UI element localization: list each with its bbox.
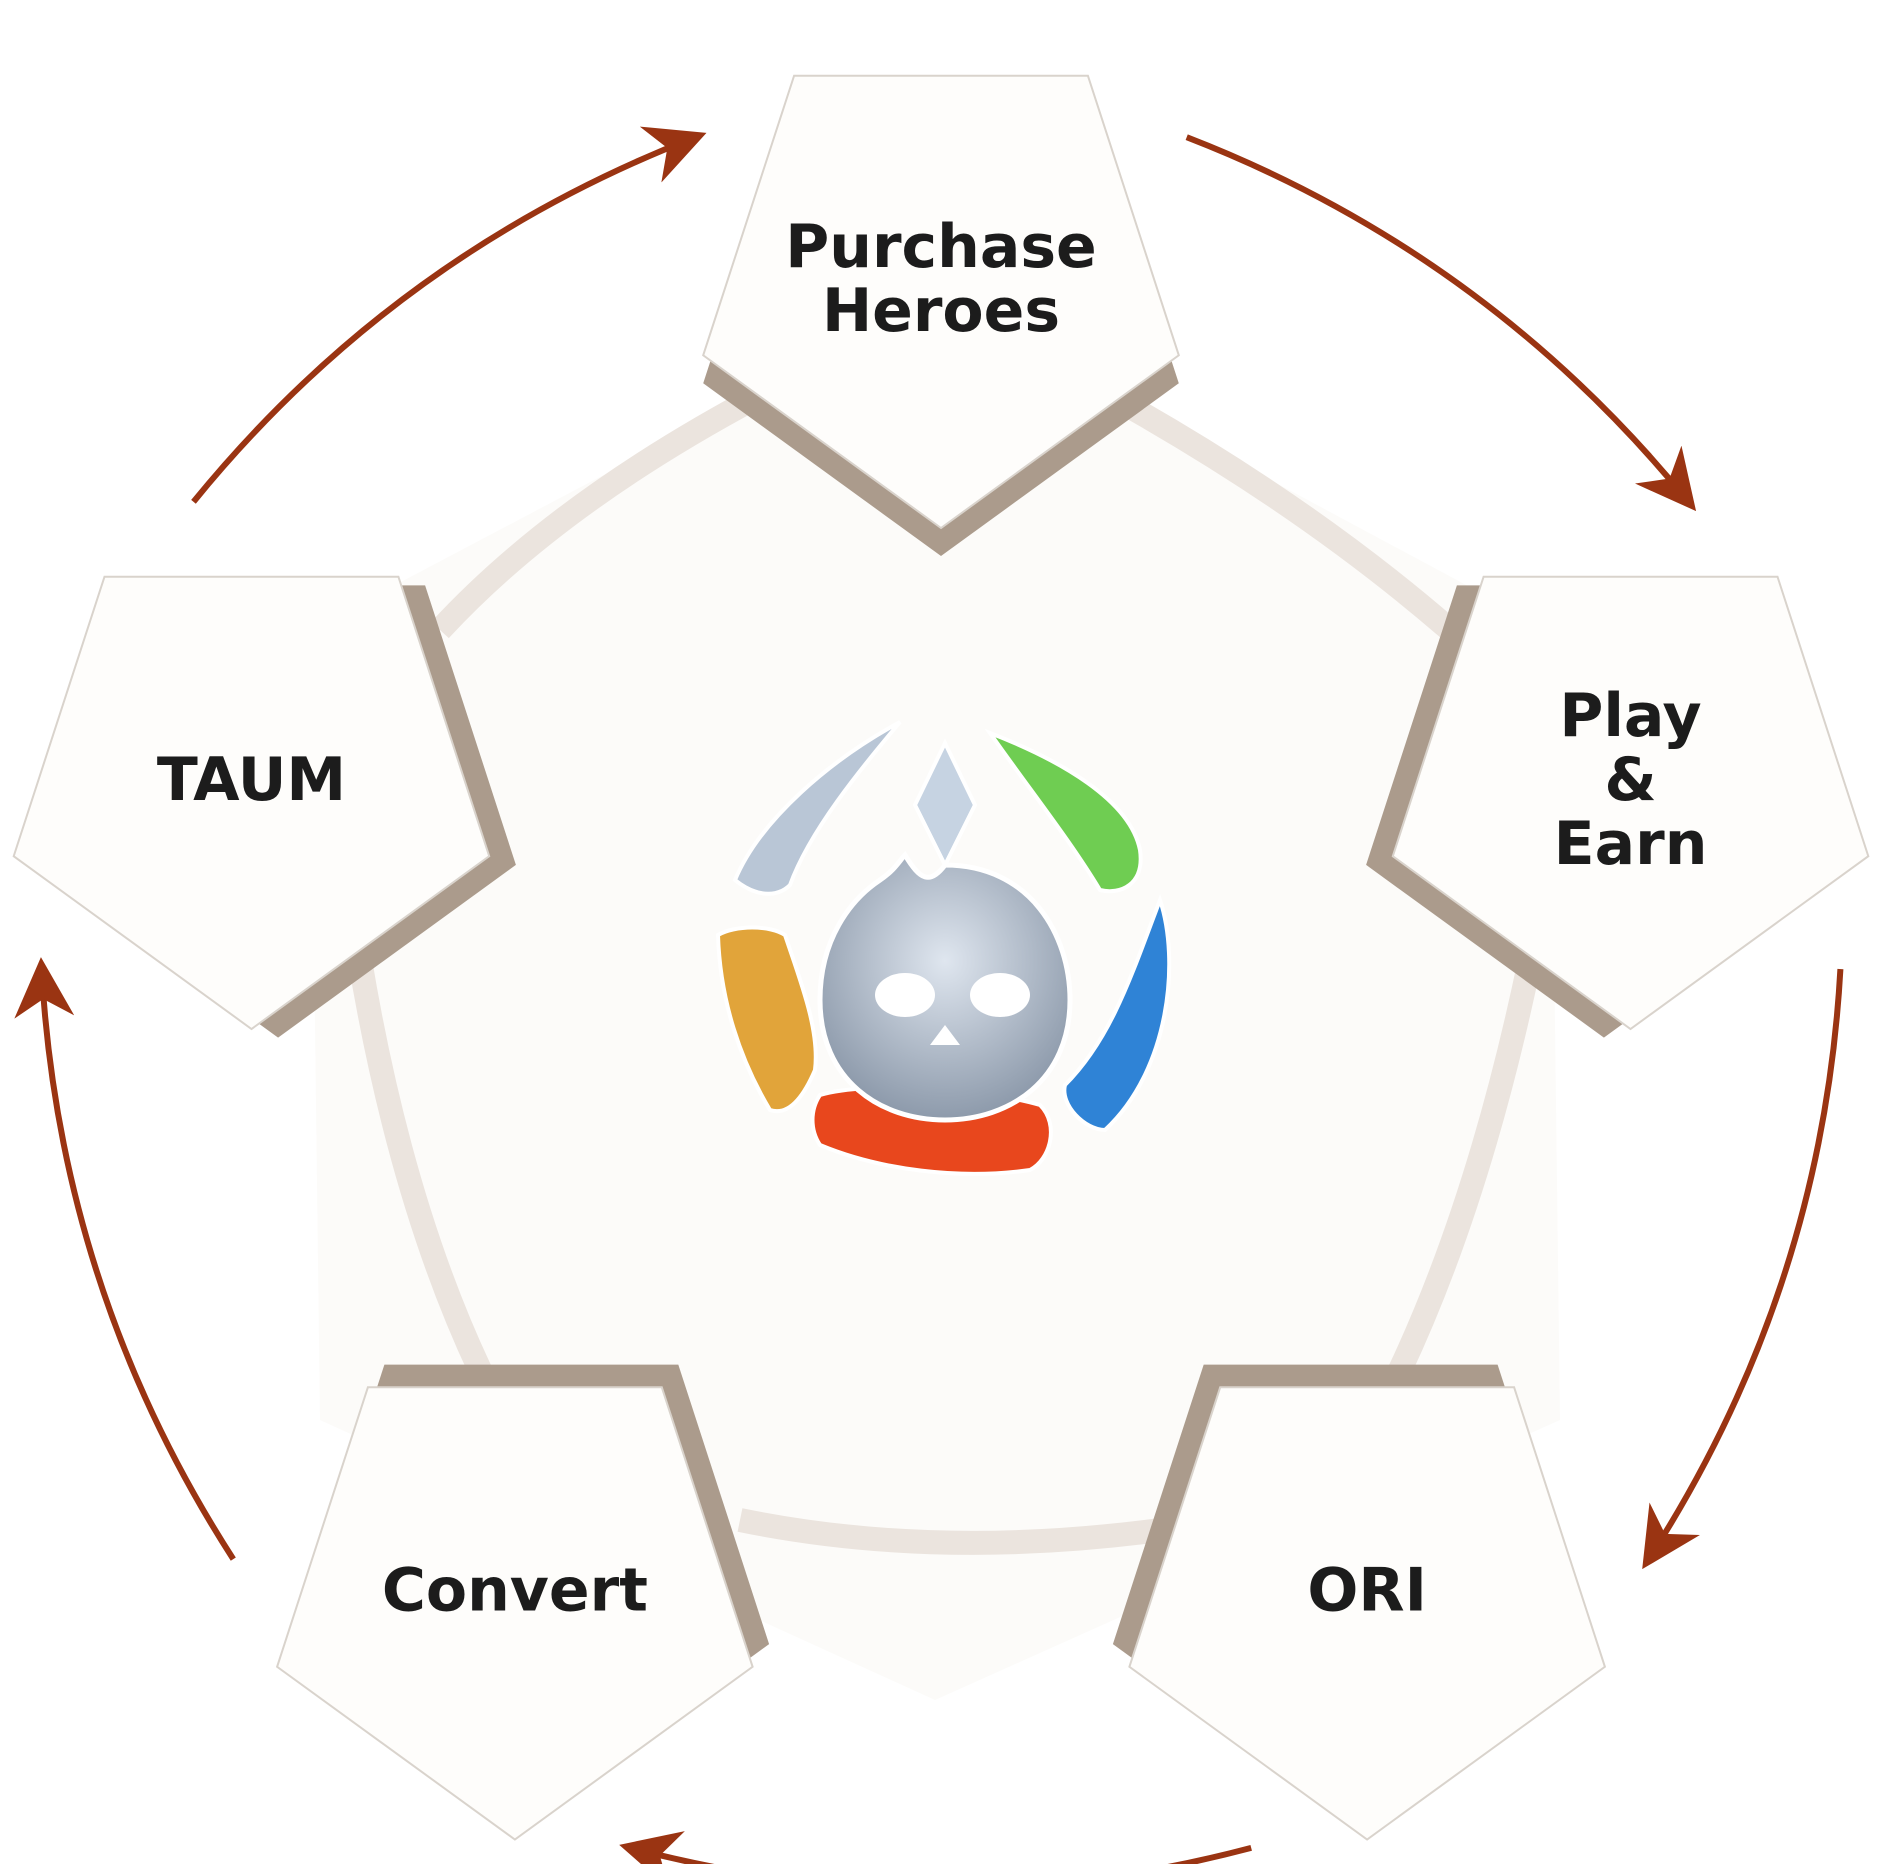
node-label-line: Play bbox=[1559, 681, 1701, 751]
node-shape bbox=[12, 575, 491, 1031]
node-label: Convert bbox=[382, 1556, 648, 1626]
node-label-line: ORI bbox=[1307, 1556, 1427, 1626]
node-label-line: Earn bbox=[1554, 809, 1708, 879]
node-shape bbox=[275, 1386, 754, 1841]
center-logo-icon bbox=[715, 720, 1172, 1176]
node-shape bbox=[702, 74, 1180, 530]
node-convert: Convert bbox=[275, 1364, 770, 1841]
node-label: Play&Earn bbox=[1554, 681, 1708, 879]
node-label-line: TAUM bbox=[157, 745, 346, 815]
arrow-taum-to-purchase-heroes bbox=[191, 126, 707, 504]
node-shape bbox=[1128, 1386, 1607, 1841]
cycle-arrows bbox=[14, 126, 1844, 1864]
arrow-purchase-heroes-to-play-earn bbox=[1185, 134, 1697, 512]
node-label-line: Purchase bbox=[785, 212, 1096, 282]
node-label-line: Convert bbox=[382, 1556, 648, 1626]
connector-ring bbox=[348, 379, 1542, 1555]
node-shape bbox=[1391, 575, 1870, 1031]
node-label: TAUM bbox=[157, 745, 346, 815]
node-label: ORI bbox=[1307, 1556, 1427, 1626]
node-ori: ORI bbox=[1112, 1364, 1607, 1841]
arrow-convert-to-taum bbox=[14, 957, 236, 1561]
node-label-line: Heroes bbox=[822, 276, 1060, 346]
node-taum: TAUM bbox=[12, 575, 516, 1038]
arrow-play-earn-to-ori bbox=[1642, 968, 1844, 1570]
node-play-earn: Play&Earn bbox=[1366, 575, 1870, 1038]
node-label-line: & bbox=[1604, 745, 1656, 815]
